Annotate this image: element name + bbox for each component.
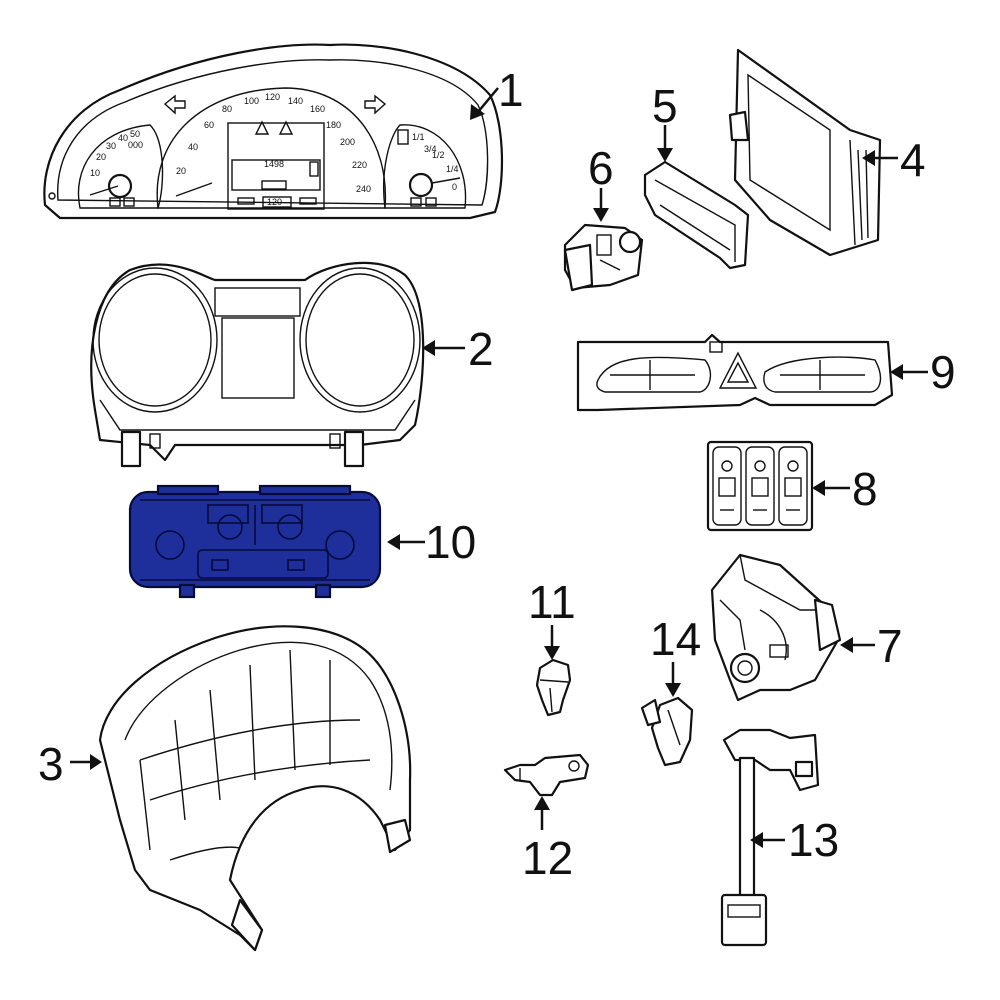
part-13-wire-harness[interactable]	[720, 728, 820, 947]
callout-8: 8	[852, 463, 878, 515]
rpm-label-40: 40	[118, 133, 128, 143]
rpm-label-20: 20	[96, 152, 106, 162]
callout-11: 11	[528, 576, 576, 628]
callout-6: 6	[588, 142, 614, 194]
speed-label-60: 60	[204, 120, 214, 130]
callout-4: 4	[900, 134, 926, 186]
speed-label-220: 220	[352, 160, 367, 170]
callout-1: 1	[498, 64, 524, 116]
part-1-instrument-cluster[interactable]: 20 40 60 80 100 120 140 160 180 200 220 …	[43, 43, 504, 220]
trip-readout: 120	[267, 197, 282, 207]
speed-label-180: 180	[326, 120, 341, 130]
callout-2: 2	[468, 323, 494, 375]
speed-label-40: 40	[188, 142, 198, 152]
callout-14: 14	[650, 613, 701, 665]
speed-label-100: 100	[244, 96, 259, 106]
rpm-label-10: 10	[90, 168, 100, 178]
fuel-label-empty: 0	[452, 182, 457, 192]
callout-3: 3	[38, 738, 64, 790]
part-6-switch[interactable]	[563, 223, 644, 292]
part-7-switch-assembly[interactable]	[710, 553, 842, 702]
part-10-climate-control-panel[interactable]	[128, 484, 382, 599]
part-2-cluster-housing[interactable]	[90, 261, 425, 468]
fuel-label-three-quarter: 3/4	[424, 144, 437, 154]
odometer-readout: 1498	[264, 159, 284, 169]
rpm-label-50: 50	[130, 129, 140, 139]
part-9-switch-panel[interactable]	[576, 333, 894, 412]
rpm-label-30: 30	[106, 141, 116, 151]
callout-10: 10	[425, 516, 476, 568]
speed-label-80: 80	[222, 104, 232, 114]
callout-13: 13	[788, 814, 839, 866]
part-3-cluster-frame[interactable]	[98, 625, 412, 952]
callout-7: 7	[877, 620, 903, 672]
rpm-label-000: 000	[128, 140, 143, 150]
part-4-control-module[interactable]	[728, 48, 882, 257]
speed-label-120: 120	[265, 92, 280, 102]
part-5-bracket[interactable]	[643, 160, 750, 270]
part-11-bulb-socket[interactable]	[535, 658, 572, 717]
callout-arrows	[70, 87, 928, 848]
callout-labels: 1 2 3 4 5 6 7 8 9 10 11 12 13 14	[38, 64, 956, 884]
fuel-label-quarter: 1/4	[446, 164, 459, 174]
part-8-window-switch[interactable]	[706, 440, 814, 532]
speed-label-200: 200	[340, 137, 355, 147]
speed-label-140: 140	[288, 96, 303, 106]
speed-label-160: 160	[310, 104, 325, 114]
fuel-label-half: 1/2	[432, 150, 445, 160]
callout-9: 9	[930, 346, 956, 398]
callout-12: 12	[522, 832, 573, 884]
speed-label-240: 240	[356, 184, 371, 194]
speed-label-20: 20	[176, 166, 186, 176]
callout-5: 5	[652, 80, 678, 132]
fuel-label-full: 1/1	[412, 132, 425, 142]
part-14-clip[interactable]	[640, 696, 694, 767]
part-12-sensor[interactable]	[503, 753, 590, 797]
